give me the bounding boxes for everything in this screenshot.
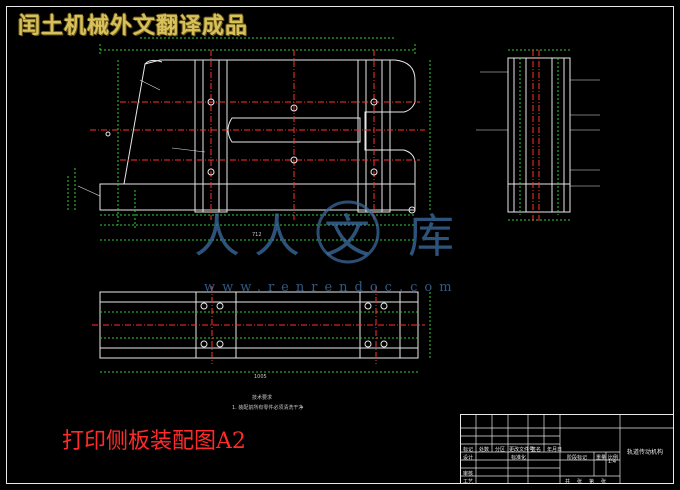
tb-col-label: 标记 bbox=[463, 447, 474, 453]
dimension-top-view: 712 bbox=[252, 232, 262, 238]
front-view-centerlines bbox=[90, 50, 425, 220]
title-block-grid bbox=[460, 414, 674, 484]
front-view-leaders bbox=[77, 79, 206, 197]
tb-col-label: 分区 bbox=[495, 447, 506, 453]
plan-view-centerlines bbox=[92, 286, 425, 364]
tb-drawing-name: 轨道传动机构 bbox=[627, 449, 664, 456]
watermark-char-1: 人 bbox=[194, 209, 240, 263]
tb-col-label: 年月日 bbox=[547, 447, 563, 453]
watermark-char-3: 文 bbox=[324, 209, 370, 263]
technical-notes-text: 1. 装配前所有零件必须清洗干净 bbox=[232, 405, 304, 411]
drawing-caption: 打印侧板装配图A2 bbox=[62, 429, 246, 454]
drawing-border bbox=[6, 6, 674, 484]
tb-col-label: 处数 bbox=[479, 447, 490, 453]
watermark-char-4: 库 bbox=[408, 209, 454, 263]
front-view-holes bbox=[105, 98, 416, 214]
watermark-char-2: 人 bbox=[254, 209, 300, 263]
tb-scale-value: 1:4 bbox=[608, 459, 617, 465]
tb-bottom-label: 张 bbox=[601, 479, 607, 485]
front-view-hidden bbox=[67, 37, 431, 241]
plan-view bbox=[99, 291, 419, 359]
tb-col-label: 签名 bbox=[531, 447, 542, 453]
tb-row-label: 审核 bbox=[463, 471, 474, 477]
tb-col-label: 更改文件号 bbox=[509, 447, 535, 453]
tb-mid-label: 比例 bbox=[608, 455, 619, 461]
tb-bottom-label: 第 bbox=[589, 479, 595, 485]
technical-notes-label: 技术要求 bbox=[252, 395, 273, 401]
side-view-centerlines bbox=[532, 50, 540, 222]
tb-mid-label: 标准化 bbox=[511, 455, 527, 461]
tb-mid-label: 重量 bbox=[596, 455, 607, 461]
tb-bottom-label: 共 bbox=[565, 479, 571, 485]
tb-row-label: 设计 bbox=[463, 455, 474, 461]
side-view-leaders bbox=[476, 71, 600, 187]
tb-mid-label: 阶段标记 bbox=[567, 455, 588, 461]
page-title: 闰土机械外文翻译成品 bbox=[18, 14, 249, 39]
tb-bottom-label: 张 bbox=[577, 479, 583, 485]
dimension-bottom-view: 1005 bbox=[254, 374, 267, 380]
watermark-logo: 人 人 文 库 bbox=[194, 200, 454, 264]
plan-view-holes bbox=[200, 302, 388, 348]
front-view bbox=[99, 59, 416, 213]
title-block: 标记 处数 分区 更改文件号 签名 年月日 设计 审核 工艺 标准化 阶段标记 … bbox=[460, 414, 674, 485]
plan-view-hidden bbox=[100, 292, 431, 373]
tb-row-label: 工艺 bbox=[463, 479, 474, 485]
watermark-url: www.renrendoc.com bbox=[204, 280, 459, 295]
